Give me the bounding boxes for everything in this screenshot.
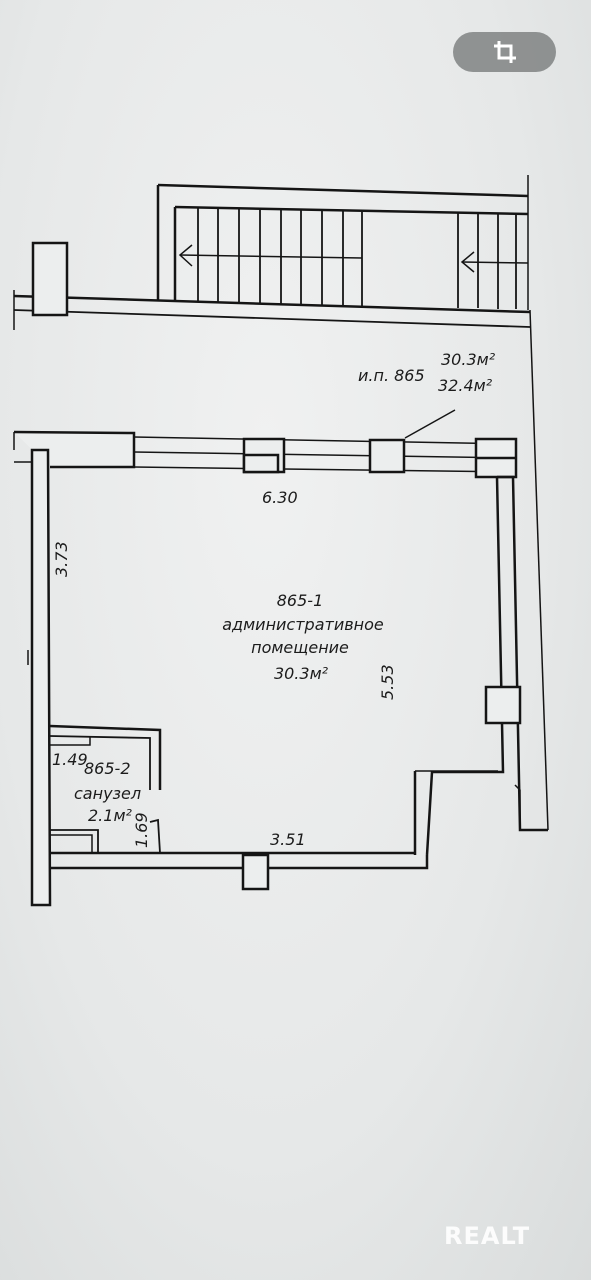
room-865-1-area: 30.3м² (273, 664, 329, 683)
room-865-2-name: санузел (74, 784, 142, 803)
room-865-1-name-2: помещение (251, 638, 349, 657)
dim-bath-width: 1.49 (52, 750, 88, 769)
dim-bottom-width: 3.51 (270, 830, 306, 849)
staircase (156, 175, 529, 310)
room-865-1-number: 865-1 (276, 591, 324, 610)
dim-top-width: 6.30 (262, 488, 298, 507)
room-865-2-number: 865-2 (84, 759, 131, 778)
watermark-logo: REALT (444, 1222, 531, 1250)
room-865-2-area: 2.1м² (88, 806, 132, 825)
unit-area-a: 30.3м² (441, 350, 496, 369)
unit-area-b: 32.4м² (438, 376, 493, 395)
dim-right-height: 5.53 (378, 664, 397, 700)
room-865-1-name: административное (222, 615, 384, 634)
dim-bath-height: 1.69 (132, 812, 151, 848)
crop-button[interactable] (453, 32, 556, 72)
room-walls (13, 430, 548, 907)
crop-icon (493, 41, 516, 63)
dim-left-height: 3.73 (52, 541, 71, 577)
unit-number: и.п. 865 (358, 366, 425, 385)
corridor (13, 241, 549, 831)
